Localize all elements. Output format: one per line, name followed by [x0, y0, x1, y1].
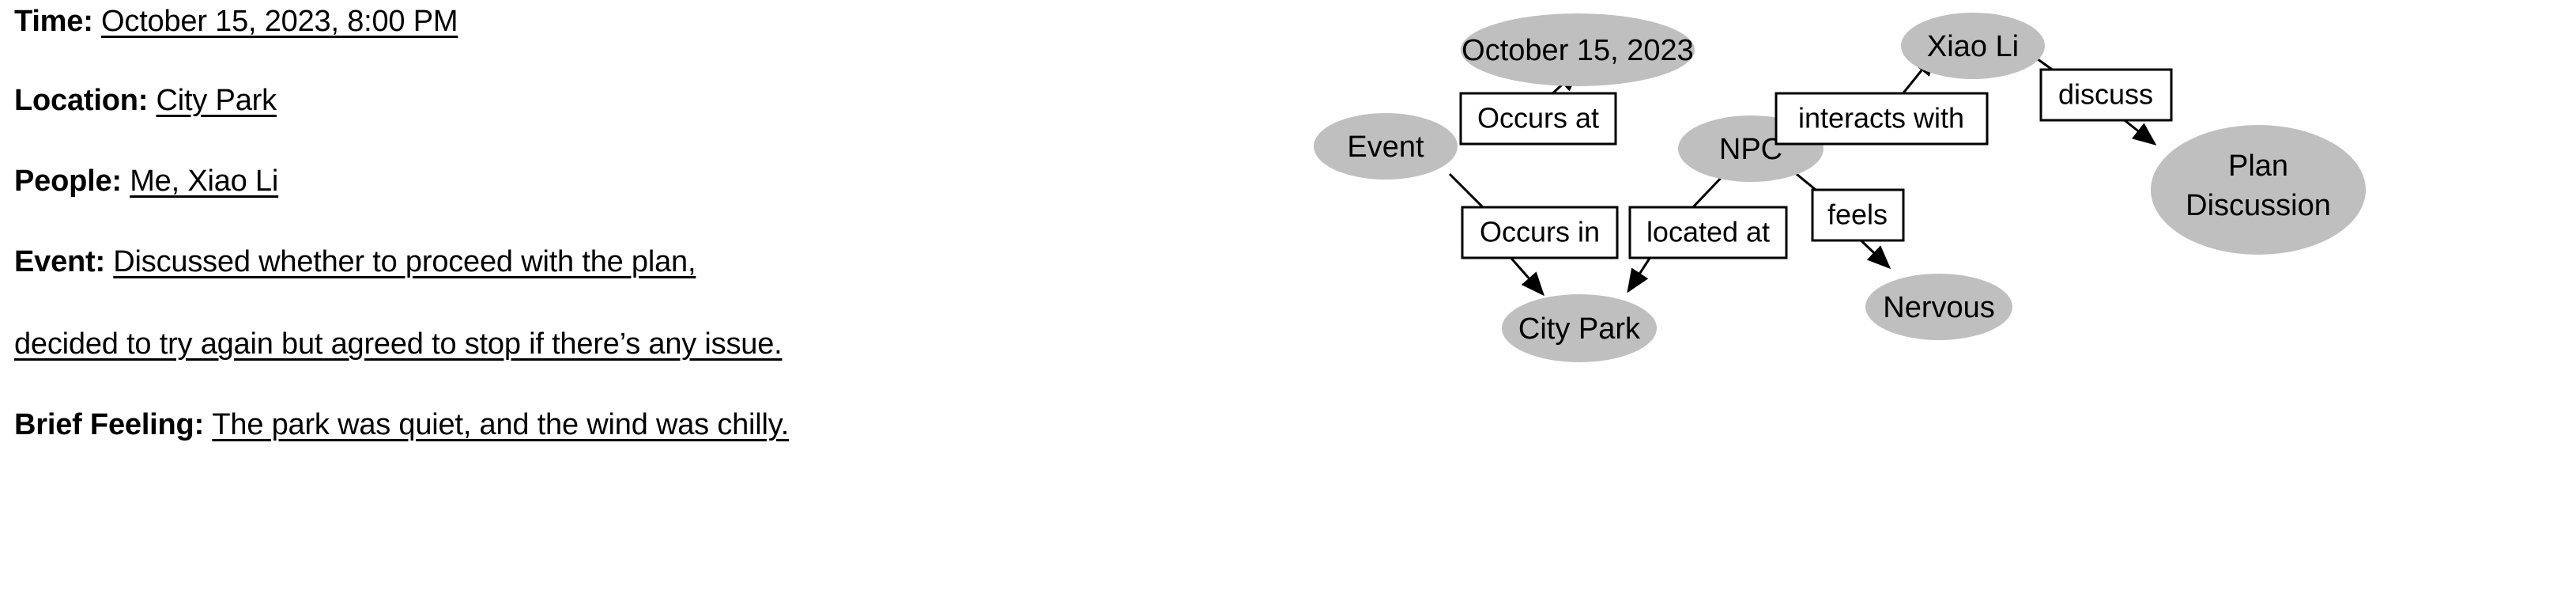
edge-text-located-at: located at — [1646, 216, 1770, 248]
note-row-location: Location: City Park — [14, 85, 277, 115]
note-value-event-continued: decided to try again but agreed to stop … — [14, 327, 783, 361]
note-label-time: Time — [14, 5, 84, 38]
node-ellipse-plan-discussion — [2151, 125, 2366, 255]
edge-box-occurs-in — [1461, 206, 1619, 259]
note-sep-brief-feeling: : — [194, 408, 213, 441]
note-row-event-continued: decided to try again but agreed to stop … — [14, 329, 783, 359]
node-label-plan-line1: Plan — [2228, 149, 2288, 183]
node-ellipse-nervous — [1865, 274, 2012, 340]
note-sep-people: : — [111, 165, 130, 198]
note-value-location: City Park — [156, 84, 277, 117]
note-sep-time: : — [83, 5, 102, 38]
edge-box-feels — [1811, 188, 1905, 242]
graph-node-plan-discussion[interactable]: Plan Discussion — [2151, 125, 2366, 255]
graph-node-xiaoli[interactable]: Xiao Li — [1901, 13, 2045, 79]
edge-npc-located-at-citypark — [1627, 174, 1725, 293]
note-value-brief-feeling: The park was quiet, and the wind was chi… — [212, 408, 790, 441]
knowledge-graph-svg: October 15, 2023 Event City Park NPC Xia… — [1314, 13, 2366, 362]
node-ellipse-citypark — [1502, 294, 1657, 362]
node-ellipse-event — [1314, 113, 1458, 180]
note-value-event: Discussed whether to proceed with the pl… — [113, 245, 696, 278]
edge-label-feels[interactable]: feels — [1811, 188, 1905, 242]
graph-node-event[interactable]: Event — [1314, 113, 1458, 180]
edge-label-discuss[interactable]: discuss — [2039, 68, 2173, 122]
edge-text-occurs-in: Occurs in — [1480, 216, 1600, 248]
edge-label-located-at[interactable]: located at — [1628, 206, 1788, 259]
edge-label-occurs-in[interactable]: Occurs in — [1461, 206, 1619, 259]
edge-text-feels: feels — [1827, 199, 1888, 231]
edge-event-occurs-in-citypark — [1448, 172, 1544, 297]
note-label-people: People — [14, 165, 112, 198]
graph-node-date[interactable]: October 15, 2023 — [1461, 13, 1695, 86]
node-label-plan-line2: Discussion — [2186, 189, 2331, 222]
note-row-brief-feeling: Brief Feeling: The park was quiet, and t… — [14, 410, 789, 440]
edge-line-locatedat-to-citypark — [1627, 254, 1654, 293]
note-label-event: Event — [14, 245, 96, 278]
note-row-event: Event: Discussed whether to proceed with… — [14, 247, 696, 277]
node-label-nervous: Nervous — [1883, 291, 1995, 324]
note-sep-event: : — [95, 245, 114, 278]
edge-line-event-to-occursin — [1448, 172, 1488, 212]
edge-box-interacts-with — [1775, 92, 1989, 146]
edge-text-interacts-with: interacts with — [1798, 102, 1964, 134]
note-row-time: Time: October 15, 2023, 8:00 PM — [14, 6, 458, 36]
node-label-date: October 15, 2023 — [1461, 34, 1694, 67]
edge-line-npc-to-locatedat — [1688, 174, 1725, 212]
edge-box-located-at — [1628, 206, 1788, 259]
node-label-event: Event — [1347, 131, 1424, 164]
edge-label-interacts-with[interactable]: interacts with — [1775, 92, 1989, 146]
edge-text-discuss: discuss — [2058, 78, 2153, 111]
node-label-citypark: City Park — [1518, 312, 1641, 346]
note-label-location: Location — [14, 84, 138, 117]
edge-line-occursin-to-citypark — [1507, 254, 1544, 297]
note-value-time: October 15, 2023, 8:00 PM — [101, 5, 458, 38]
diary-note-panel: Time: October 15, 2023, 8:00 PM Location… — [0, 0, 1233, 594]
node-ellipse-xiaoli — [1901, 13, 2045, 79]
edge-box-discuss — [2039, 68, 2173, 122]
note-value-people: Me, Xiao Li — [130, 165, 279, 198]
knowledge-graph-panel: October 15, 2023 Event City Park NPC Xia… — [1233, 0, 2576, 594]
edge-label-occurs-at[interactable]: Occurs at — [1459, 92, 1617, 146]
note-label-brief-feeling: Brief Feeling — [14, 408, 194, 441]
graph-node-nervous[interactable]: Nervous — [1865, 274, 2012, 340]
graph-node-citypark[interactable]: City Park — [1502, 294, 1657, 362]
note-sep-location: : — [138, 84, 157, 117]
edge-box-occurs-at — [1459, 92, 1617, 146]
node-label-npc: NPC — [1719, 133, 1782, 166]
node-ellipse-date — [1461, 13, 1695, 86]
edge-text-occurs-at: Occurs at — [1477, 102, 1599, 134]
note-row-people: People: Me, Xiao Li — [14, 166, 278, 196]
node-label-xiaoli: Xiao Li — [1927, 30, 2019, 63]
